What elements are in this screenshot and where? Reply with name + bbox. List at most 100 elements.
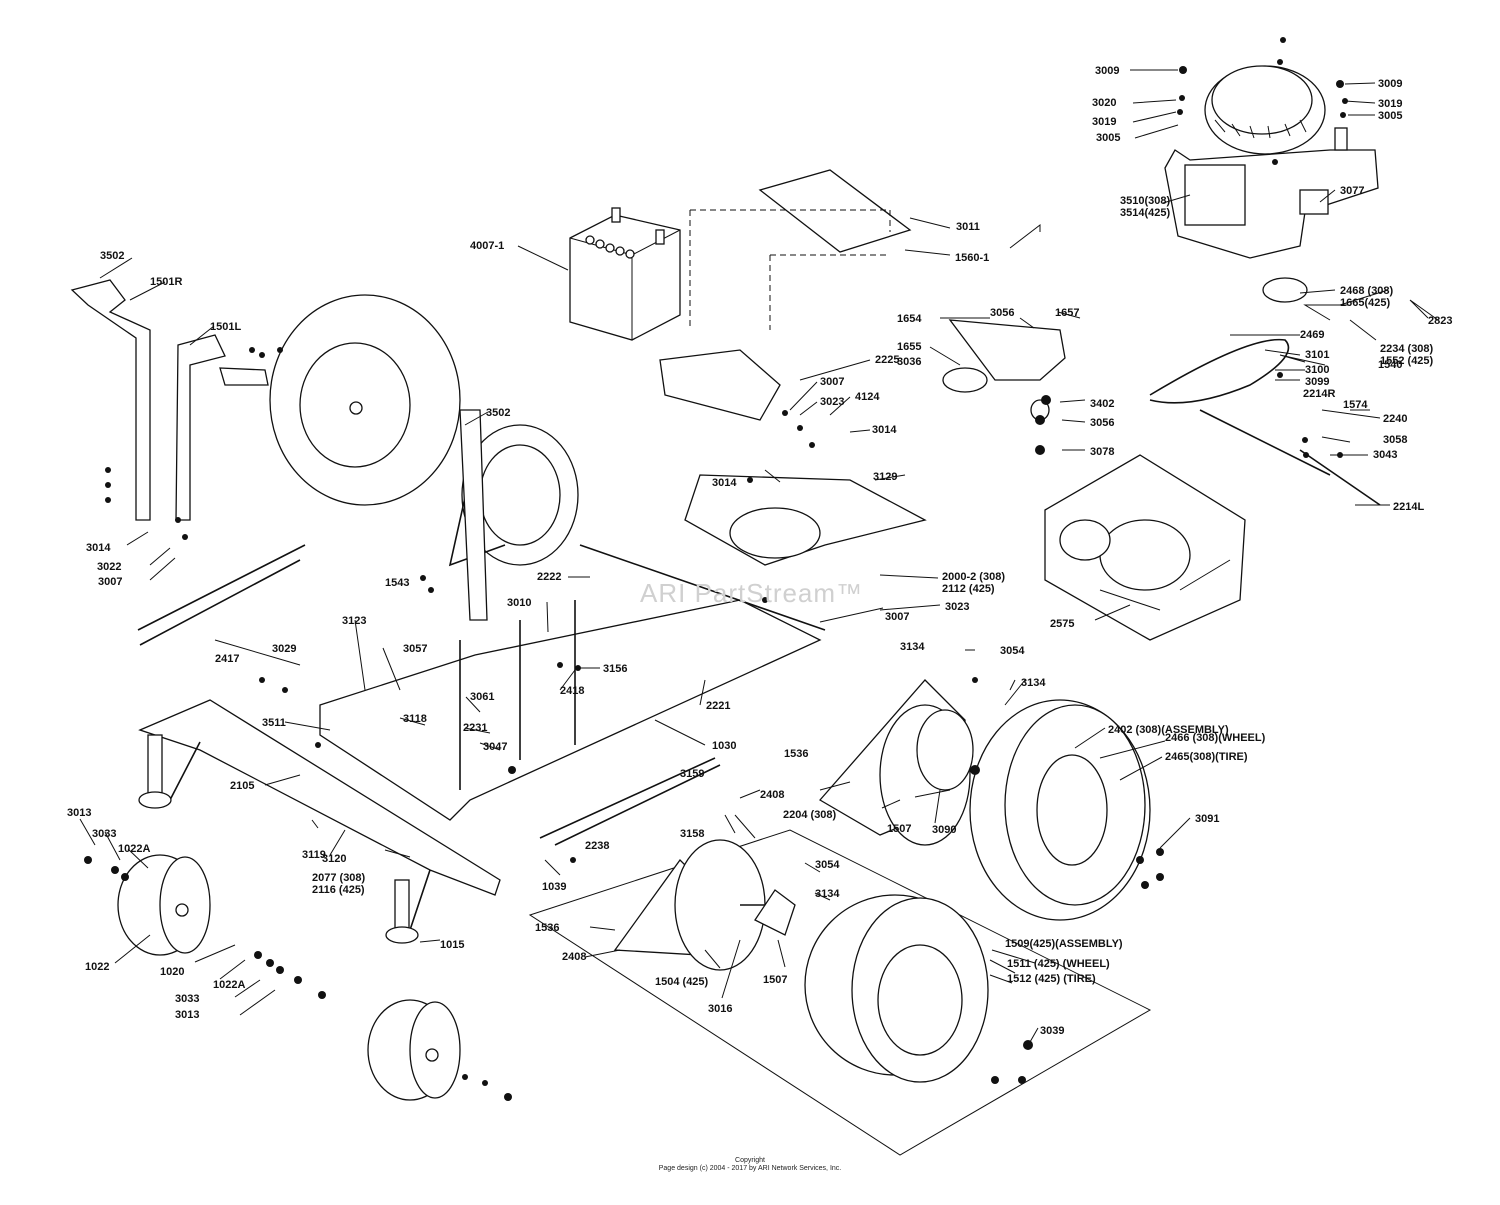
callout-label: 2112 (425)	[942, 583, 995, 595]
callout-label: 1665(425)	[1340, 297, 1390, 309]
front-wheel-left-part	[117, 854, 211, 956]
callout-label: 2077 (308)	[312, 872, 366, 884]
callout-label: 2238	[585, 840, 609, 852]
callout-label: 3156	[603, 663, 627, 675]
callout-label: 3029	[272, 643, 296, 655]
callout-label: 3009	[1095, 65, 1119, 77]
callout-label: 2000-2 (308)	[942, 571, 1005, 583]
callout-label: 1030	[712, 740, 736, 752]
callout-label: 3016	[708, 1003, 732, 1015]
linkage-rod-2238-part	[539, 757, 721, 846]
callout-label: 3510(308)	[1120, 195, 1170, 207]
callout-label: 1543	[385, 577, 409, 589]
callout-label: 3057	[403, 643, 427, 655]
callout-label: 3159	[680, 768, 704, 780]
callout-label: 3013	[67, 807, 91, 819]
callout-label: 1509(425)(ASSEMBLY)	[1005, 938, 1123, 950]
callout-label: 2240	[1383, 413, 1407, 425]
callout-label: 2222	[537, 571, 561, 583]
callout-label: 1507	[887, 823, 911, 835]
callout-label: 3134	[1021, 677, 1046, 689]
callout-label: 4124	[855, 391, 880, 403]
callout-label: 3005	[1378, 110, 1402, 122]
callout-label: 3010	[507, 597, 531, 609]
callout-label: 1511 (425) (WHEEL)	[1007, 958, 1110, 970]
callout-label: 3036	[897, 356, 921, 368]
callout-label: 1022A	[118, 843, 150, 855]
clutch-disc-1504-part	[613, 839, 796, 971]
callout-label: 3061	[470, 691, 494, 703]
callout-label: 3007	[885, 611, 909, 623]
callout-label: 1504 (425)	[655, 976, 709, 988]
callout-label: 3100	[1305, 364, 1329, 376]
callout-label: 1560-1	[955, 252, 989, 264]
callout-label: 3134	[900, 641, 925, 653]
callout-label: 3134	[815, 888, 840, 900]
callout-label: 1540	[1378, 359, 1402, 371]
callout-label: 2221	[706, 700, 730, 712]
callout-label: 3502	[486, 407, 510, 419]
callout-label: 1501L	[210, 321, 241, 333]
callout-label: 3019	[1378, 98, 1402, 110]
callout-label: 1536	[535, 922, 559, 934]
seat-plate-part	[758, 169, 912, 253]
battery-part	[569, 207, 681, 341]
steering-handles-part	[70, 279, 269, 521]
callout-label: 2204 (308)	[783, 809, 837, 821]
callout-label: 3099	[1305, 376, 1329, 388]
callout-label: 2105	[230, 780, 254, 792]
engine-part	[1164, 65, 1379, 259]
callout-label: 1507	[763, 974, 787, 986]
callout-label: 2214L	[1393, 501, 1424, 513]
callout-label: 3023	[820, 396, 844, 408]
callout-label: 1655	[897, 341, 921, 353]
callout-label: 1512 (425) (TIRE)	[1007, 973, 1096, 985]
callout-label: 3007	[98, 576, 122, 588]
callout-label: 3129	[873, 471, 897, 483]
callout-label: 3033	[175, 993, 199, 1005]
hardware-fasteners	[84, 37, 1348, 1101]
callout-label: 3005	[1096, 132, 1120, 144]
linkage-rods-part	[137, 544, 306, 646]
rear-wheel-left-part	[269, 294, 461, 506]
callout-label: 2575	[1050, 618, 1074, 630]
callout-labels: 30093020301930053009301930053510(308)351…	[67, 65, 1452, 1037]
callout-label: 2116 (425)	[312, 884, 365, 896]
callout-label: 2402 (308)(ASSEMBLY)	[1108, 724, 1229, 736]
callout-label: 3158	[680, 828, 704, 840]
callout-label: 1552 (425)	[1380, 355, 1434, 367]
frame-part	[138, 349, 927, 944]
callout-label: 3054	[1000, 645, 1025, 657]
callout-label: 3077	[1340, 185, 1364, 197]
callout-label: 3022	[97, 561, 121, 573]
callout-label: 2231	[463, 722, 487, 734]
callout-label: 3511	[262, 717, 286, 729]
callout-label: 2408	[760, 789, 784, 801]
callout-label: 1022	[85, 961, 109, 973]
rear-wheel-1509-part	[804, 894, 989, 1083]
callout-label: 4007-1	[470, 240, 504, 252]
callout-label: 1022A	[213, 979, 245, 991]
callout-label: 1654	[897, 313, 922, 325]
callout-label: 3014	[712, 477, 737, 489]
callout-label: 3043	[1373, 449, 1397, 461]
callout-label: 3014	[86, 542, 111, 554]
callout-label: 3090	[932, 824, 956, 836]
callout-label: 2469	[1300, 329, 1324, 341]
callout-label: 3039	[1040, 1025, 1064, 1037]
callout-label: 3013	[175, 1009, 199, 1021]
callout-label: 1039	[542, 881, 566, 893]
callout-label: 2408	[562, 951, 586, 963]
callout-label: 3502	[100, 250, 124, 262]
callout-label: 1501R	[150, 276, 182, 288]
callout-label: 1657	[1055, 307, 1079, 319]
callout-label: 3019	[1092, 116, 1116, 128]
watermark-text: ARI PartStream™	[640, 578, 864, 608]
callout-label: 3120	[322, 853, 346, 865]
front-wheel-right-part	[367, 999, 461, 1101]
clutch-disc-2204-part	[818, 679, 974, 846]
callout-label: 3014	[872, 424, 897, 436]
belt-pulley-part	[942, 277, 1381, 506]
